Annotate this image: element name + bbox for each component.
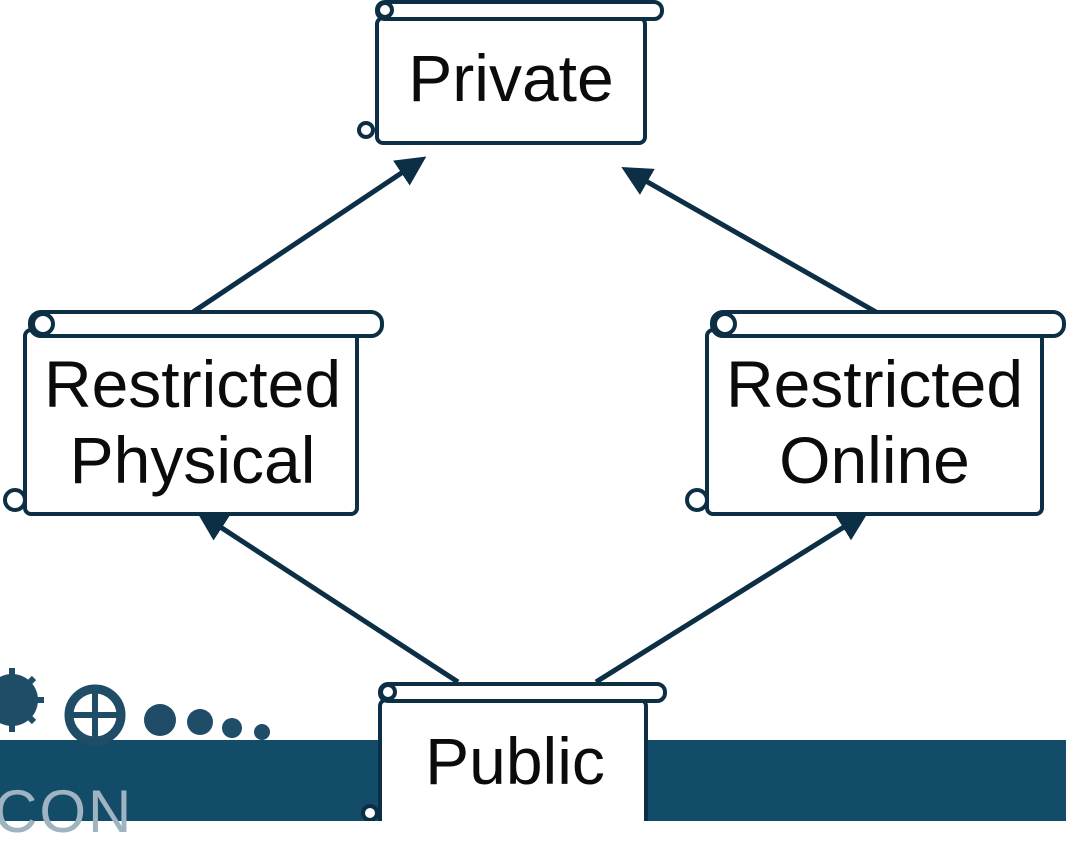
node-restricted-physical-line2: Physical [69, 423, 316, 497]
node-restricted-physical-line1: Restricted [43, 347, 342, 421]
node-restricted-physical-scroll [3, 310, 384, 516]
node-restricted-online-label: Restricted Online [712, 346, 1037, 498]
node-public-scroll [361, 682, 667, 821]
logo-wordmark: CON [0, 778, 134, 845]
node-restricted-online-line1: Restricted [725, 347, 1024, 421]
node-restricted-physical-label: Restricted Physical [30, 346, 355, 498]
node-public-label: Public [425, 724, 605, 798]
edge-ronline-to-private [621, 167, 878, 315]
gears-logo-icon [0, 668, 270, 746]
node-private-label: Private [408, 41, 614, 115]
edge-public-to-rphys [196, 511, 460, 685]
node-private-scroll [357, 0, 664, 145]
edge-rphys-to-private [191, 156, 427, 315]
diagram-graphics [0, 0, 1066, 821]
node-restricted-online-scroll [685, 310, 1066, 516]
node-restricted-online-line2: Online [779, 423, 970, 497]
edge-public-to-ronline [594, 511, 869, 685]
